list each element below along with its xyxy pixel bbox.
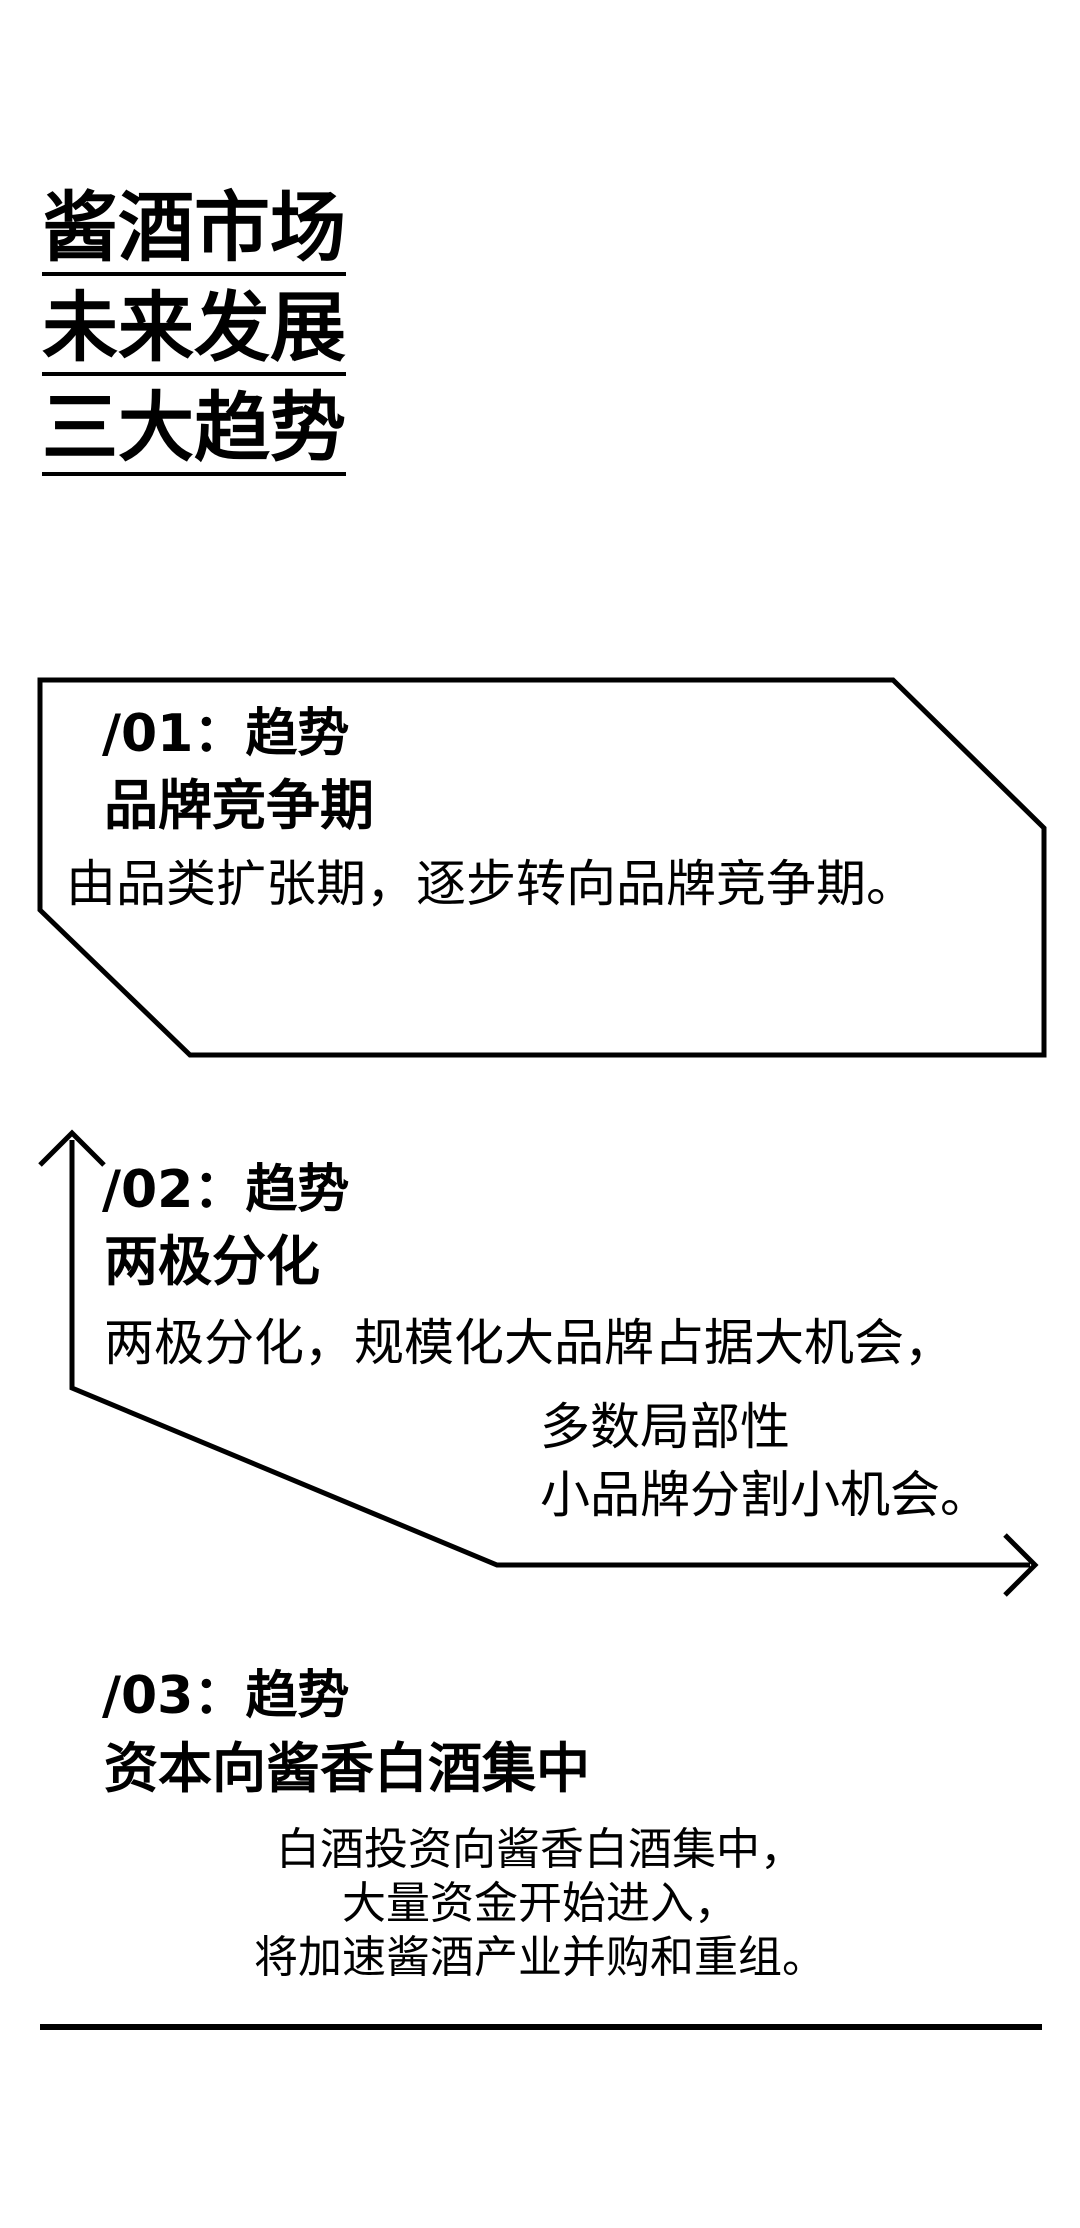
trend3-body-line-3: 将加速酱酒产业并购和重组。 xyxy=(254,1932,826,1983)
arrow-right-icon xyxy=(1003,1533,1039,1597)
title-line-2: 未来发展 xyxy=(42,290,346,390)
title-line-3-text: 三大趋势 xyxy=(42,390,346,476)
trend2-body-line-3: 小品牌分割小机会。 xyxy=(540,1466,990,1524)
trend3-body-line-1: 白酒投资向酱香白酒集中， xyxy=(276,1824,804,1875)
trend2-arrow-line xyxy=(69,1140,1030,1568)
trend2-label: /02：趋势 xyxy=(102,1160,350,1220)
trend3-label: /03：趋势 xyxy=(102,1666,350,1726)
trend1-body: 由品类扩张期，逐步转向品牌竞争期。 xyxy=(66,855,916,913)
trend1-frame xyxy=(37,677,1047,1058)
page-title: 酱酒市场 未来发展 三大趋势 xyxy=(42,190,346,490)
trend2-body-line-2: 多数局部性 xyxy=(540,1398,790,1456)
title-line-3: 三大趋势 xyxy=(42,390,346,490)
trend2-heading: 两极分化 xyxy=(104,1230,320,1293)
trend3-body-line-2: 大量资金开始进入， xyxy=(342,1878,738,1929)
trend1-label: /01：趋势 xyxy=(102,704,350,764)
title-line-1: 酱酒市场 xyxy=(42,190,346,290)
arrow-up-icon xyxy=(38,1129,106,1167)
trend2-body-line-1: 两极分化，规模化大品牌占据大机会， xyxy=(104,1314,954,1372)
title-line-1-text: 酱酒市场 xyxy=(42,190,346,276)
title-line-2-text: 未来发展 xyxy=(42,290,346,376)
trend1-heading: 品牌竞争期 xyxy=(104,774,374,837)
trend3-heading: 资本向酱香白酒集中 xyxy=(104,1737,590,1800)
